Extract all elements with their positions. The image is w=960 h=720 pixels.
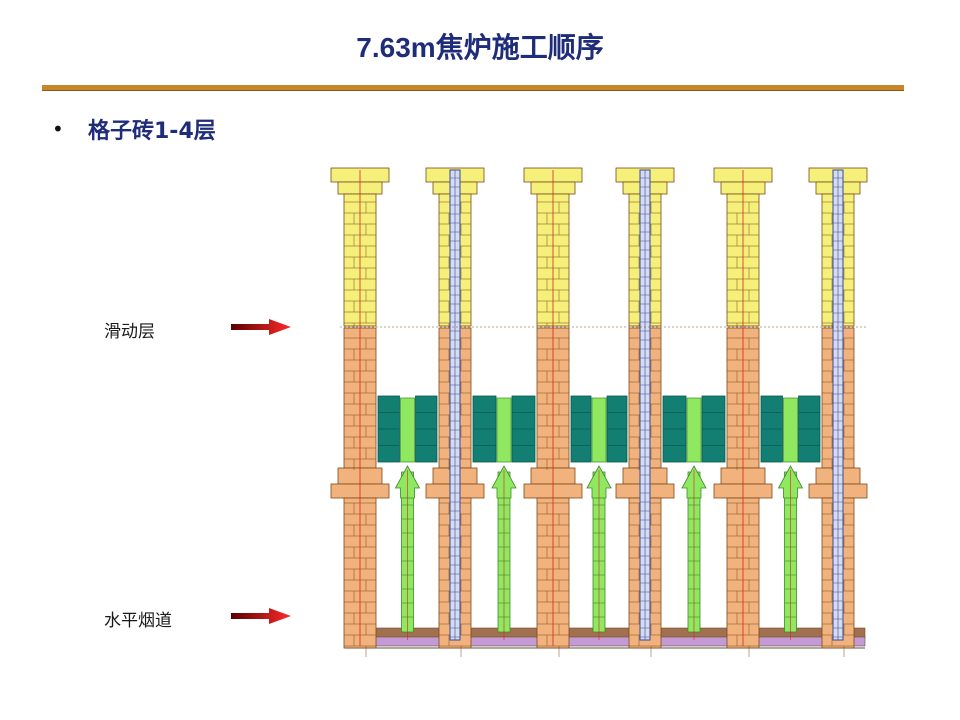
flue-floor (344, 636, 866, 647)
title-divider (42, 85, 904, 91)
duct-stub (496, 397, 512, 463)
bullet-dot-icon: • (52, 117, 64, 141)
horizontal-flue-arrow-icon (231, 608, 291, 624)
duct-stub (591, 397, 607, 463)
slide-title: 7.63m焦炉施工顺序 (356, 32, 604, 63)
duct-stub (783, 397, 798, 463)
sliding-layer-arrow-icon (231, 319, 291, 335)
duct-stub (400, 397, 415, 463)
duct-stub (686, 397, 702, 463)
sliding-layer-label: 滑动层 (104, 322, 155, 342)
horizontal-flue-label: 水平烟道 (104, 611, 172, 631)
bullet-text: 格子砖1-4层 (88, 119, 216, 144)
